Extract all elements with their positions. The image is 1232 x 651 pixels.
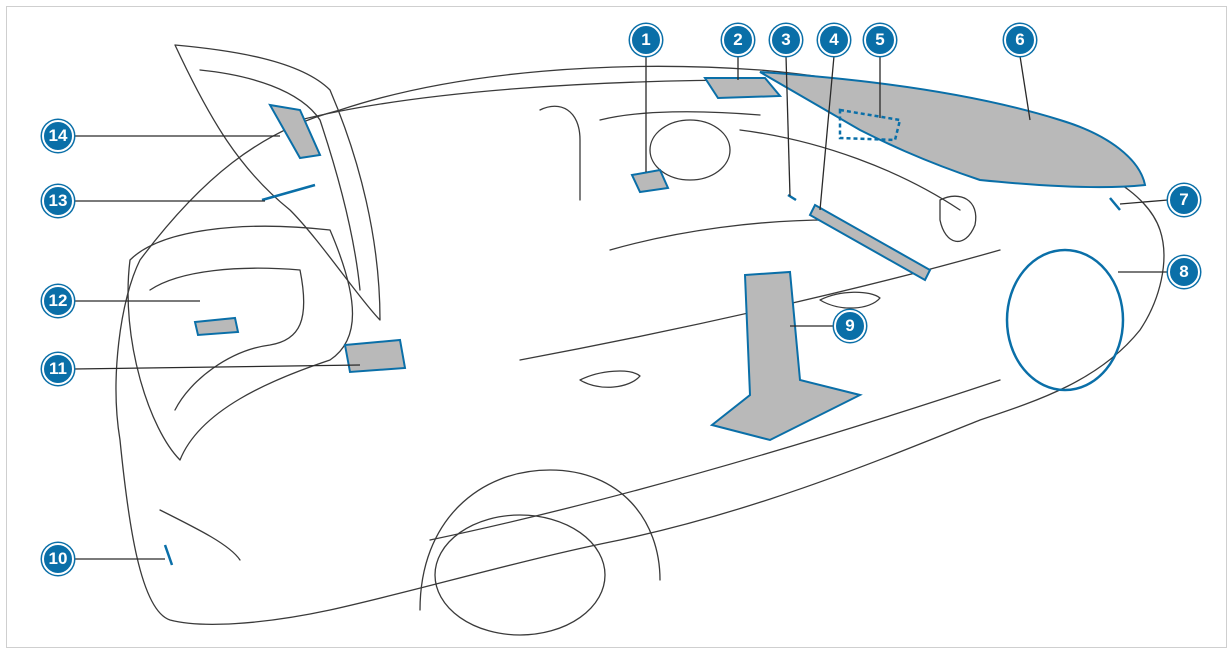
roof-line — [299, 79, 761, 121]
callout-1: 1 — [630, 24, 662, 56]
callout-14: 14 — [42, 120, 74, 152]
callout-13: 13 — [42, 185, 74, 217]
leader-6 — [1019, 55, 1031, 121]
steering-wheel — [649, 119, 731, 181]
component-10 — [163, 544, 174, 566]
callout-12: 12 — [42, 285, 74, 317]
interior-line-2 — [599, 111, 761, 121]
component-3 — [787, 193, 797, 202]
dash-line — [739, 129, 961, 211]
component-12 — [193, 316, 240, 337]
callout-6-label: 6 — [1015, 30, 1025, 49]
callout-10-label: 10 — [48, 549, 68, 568]
component-7 — [1109, 197, 1121, 211]
callout-3-label: 3 — [781, 30, 791, 49]
leader-11 — [73, 364, 361, 370]
sill-line — [429, 379, 1001, 541]
callout-5: 5 — [864, 24, 896, 56]
side-mirror — [939, 195, 977, 243]
door-handle-front — [819, 291, 881, 309]
component-1 — [630, 168, 670, 194]
callout-1-label: 1 — [641, 30, 651, 49]
component-13 — [261, 183, 316, 202]
callout-6: 6 — [1004, 24, 1036, 56]
callout-11-label: 11 — [49, 359, 67, 378]
rear-light-line — [159, 509, 241, 561]
interior-line-3 — [609, 219, 831, 251]
component-4 — [808, 203, 932, 282]
callout-14-label: 14 — [48, 126, 68, 145]
interior-line-1 — [539, 105, 581, 201]
component-8-wheel — [1005, 248, 1125, 392]
callout-9-label: 9 — [845, 316, 855, 335]
tailgate-inner — [199, 69, 361, 291]
leader-3 — [785, 55, 791, 197]
component-11 — [343, 338, 407, 374]
callout-7-label: 7 — [1179, 190, 1189, 209]
leader-4 — [819, 55, 835, 211]
callout-8: 8 — [1168, 256, 1200, 288]
door-handle-rear — [579, 370, 641, 388]
trunk-inner — [149, 267, 305, 411]
component-6-hood — [759, 71, 1147, 189]
callout-10: 10 — [42, 543, 74, 575]
callout-9: 9 — [834, 310, 866, 342]
callout-7: 7 — [1168, 184, 1200, 216]
rear-wheel — [434, 514, 606, 636]
component-2 — [703, 77, 783, 100]
tailgate — [174, 44, 381, 321]
callout-2-label: 2 — [733, 30, 743, 49]
callout-12-label: 12 — [48, 291, 68, 310]
callout-11: 11 — [42, 353, 74, 385]
trunk-opening — [127, 225, 354, 461]
callout-13-label: 13 — [48, 191, 68, 210]
callout-8-label: 8 — [1179, 262, 1189, 281]
rear-wheel-arch — [419, 469, 661, 611]
leader-7 — [1119, 199, 1169, 205]
component-9-pillar — [709, 270, 863, 442]
callout-2: 2 — [722, 24, 754, 56]
callout-5-label: 5 — [875, 30, 885, 49]
callout-4: 4 — [818, 24, 850, 56]
callout-4-label: 4 — [829, 30, 839, 49]
callout-3: 3 — [770, 24, 802, 56]
component-14 — [268, 103, 322, 160]
